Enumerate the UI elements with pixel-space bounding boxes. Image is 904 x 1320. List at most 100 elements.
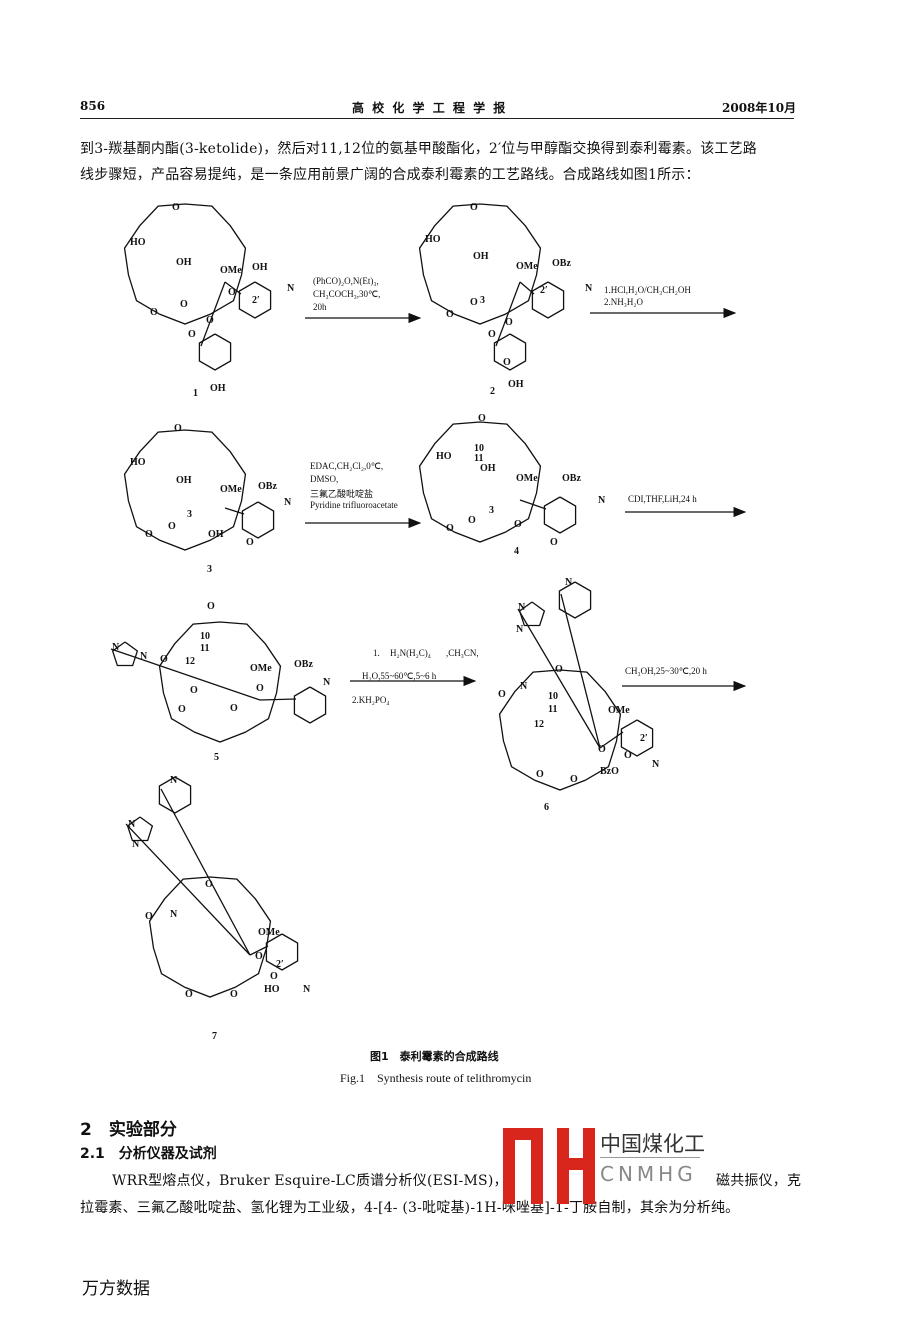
atom-label: N: [287, 283, 295, 294]
bond-line: [249, 945, 269, 956]
reagent-step3: EDAC,CH₂Cl₂,0℃,: [310, 461, 384, 471]
atom-label: O: [255, 951, 263, 962]
atom-label: O: [488, 329, 496, 340]
macrolactone-ring: [148, 876, 272, 998]
atom-label: O: [514, 519, 522, 530]
atom-label: OMe: [516, 473, 538, 484]
atom-label: 2′: [640, 733, 648, 744]
sugar-ring: [493, 333, 527, 371]
atom-label: O: [168, 521, 176, 532]
watermark-logo: [503, 1128, 595, 1204]
compound-number: 2: [490, 386, 495, 397]
reagent-step1: CH₃COCH₃,30℃,: [313, 289, 381, 299]
watermark-divider: [600, 1157, 700, 1158]
reagent-step3: DMSO,: [310, 474, 339, 484]
atom-label: N: [112, 642, 120, 653]
sugar-ring: [241, 501, 275, 539]
atom-label: HO: [130, 237, 146, 248]
header-rule: [80, 118, 794, 119]
atom-label: 10: [474, 443, 484, 454]
compound-number: 3: [207, 564, 212, 575]
atom-label: N: [516, 624, 524, 635]
atom-label: O: [160, 654, 168, 665]
paragraph-line-2: 拉霉素、三氟乙酸吡啶盐、氢化锂为工业级，4-[4- (3-吡啶基)-1H-咪唑基…: [80, 1200, 740, 1216]
sugar-ring: [158, 776, 192, 814]
atom-label: O: [498, 689, 506, 700]
atom-label: O: [207, 601, 215, 612]
macrolactone-ring: [418, 421, 542, 543]
atom-label: OMe: [516, 261, 538, 272]
sugar-ring: [620, 719, 654, 757]
atom-label: O: [446, 309, 454, 320]
atom-label: 3: [480, 295, 485, 306]
figure-caption-cn: 图1 泰利霉素的合成路线: [370, 1050, 499, 1063]
bond-line: [519, 281, 535, 295]
journal-title: 高 校 化 学 工 程 学 报: [352, 101, 508, 115]
atom-label: O: [206, 315, 214, 326]
reagent-step2: 1.HCl,H₂O/CH₃CH₂OH: [604, 285, 691, 295]
atom-label: OMe: [220, 484, 242, 495]
imidazole-ring: [126, 816, 154, 842]
atom-label: 3: [187, 509, 192, 520]
atom-label: O: [468, 515, 476, 526]
atom-label: HO: [425, 234, 441, 245]
macrolactone-ring: [123, 203, 247, 325]
paragraph-line-1a: WRR型熔点仪，Bruker Esquire-LC质谱分析仪(ESI-MS)，: [112, 1173, 508, 1189]
atom-label: N: [652, 759, 660, 770]
bond-line: [200, 281, 226, 347]
reagent-step1: 20h: [313, 302, 327, 312]
atom-label: OH: [473, 251, 489, 262]
atom-label: 10: [548, 691, 558, 702]
sugar-ring: [543, 496, 577, 534]
issue-date: 2008年10月: [722, 101, 797, 115]
sugar-ring: [265, 933, 299, 971]
atom-label: HO: [436, 451, 452, 462]
bond-line: [517, 608, 601, 749]
footer-source: 万方数据: [82, 1279, 150, 1299]
atom-label: O: [624, 750, 632, 761]
bond-line: [599, 731, 624, 749]
atom-label: O: [470, 202, 478, 213]
atom-label: OH: [176, 475, 192, 486]
sugar-ring: [293, 686, 327, 724]
atom-label: 12: [534, 719, 544, 730]
atom-label: OBz: [258, 481, 277, 492]
macrolactone-ring: [158, 621, 282, 743]
atom-label: 3: [489, 505, 494, 516]
watermark-text-cn: 中国煤化工: [600, 1132, 705, 1156]
atom-label: OH: [210, 383, 226, 394]
atom-label: O: [470, 297, 478, 308]
atom-label: O: [256, 683, 264, 694]
watermark-text-en: CNMHG: [600, 1162, 697, 1186]
reagent-step5: H₂N(H₂C)₄: [390, 648, 431, 658]
atom-label: OBz: [562, 473, 581, 484]
macrolactone-ring: [418, 203, 542, 325]
page-number: 856: [80, 99, 106, 113]
atom-label: N: [132, 839, 140, 850]
atom-label: OH: [508, 379, 524, 390]
atom-label: O: [270, 971, 278, 982]
bond-line: [224, 507, 245, 515]
atom-label: O: [536, 769, 544, 780]
atom-label: HO: [264, 984, 280, 995]
atom-label: N: [585, 283, 593, 294]
atom-label: OMe: [250, 663, 272, 674]
atom-label: O: [145, 911, 153, 922]
bond-line: [560, 593, 601, 749]
bond-line: [224, 281, 242, 295]
atom-label: O: [555, 664, 563, 675]
atom-label: O: [190, 685, 198, 696]
atom-label: 2′: [540, 285, 548, 296]
atom-label: N: [170, 775, 178, 786]
paragraph-line-1b: 磁共振仪，克: [716, 1173, 802, 1189]
reagent-step5: H₂O,55~60℃,5~6 h: [362, 671, 437, 681]
atom-label: OH: [252, 262, 268, 273]
bond-line: [125, 823, 251, 956]
atom-label: OH: [480, 463, 496, 474]
macrolactone-ring: [498, 669, 622, 791]
cnmhg-logo-icon: [503, 1128, 595, 1204]
compound-number: 1: [193, 388, 198, 399]
atom-label: O: [505, 317, 513, 328]
atom-label: OMe: [608, 705, 630, 716]
section-heading: 2 实验部分: [80, 1120, 177, 1140]
